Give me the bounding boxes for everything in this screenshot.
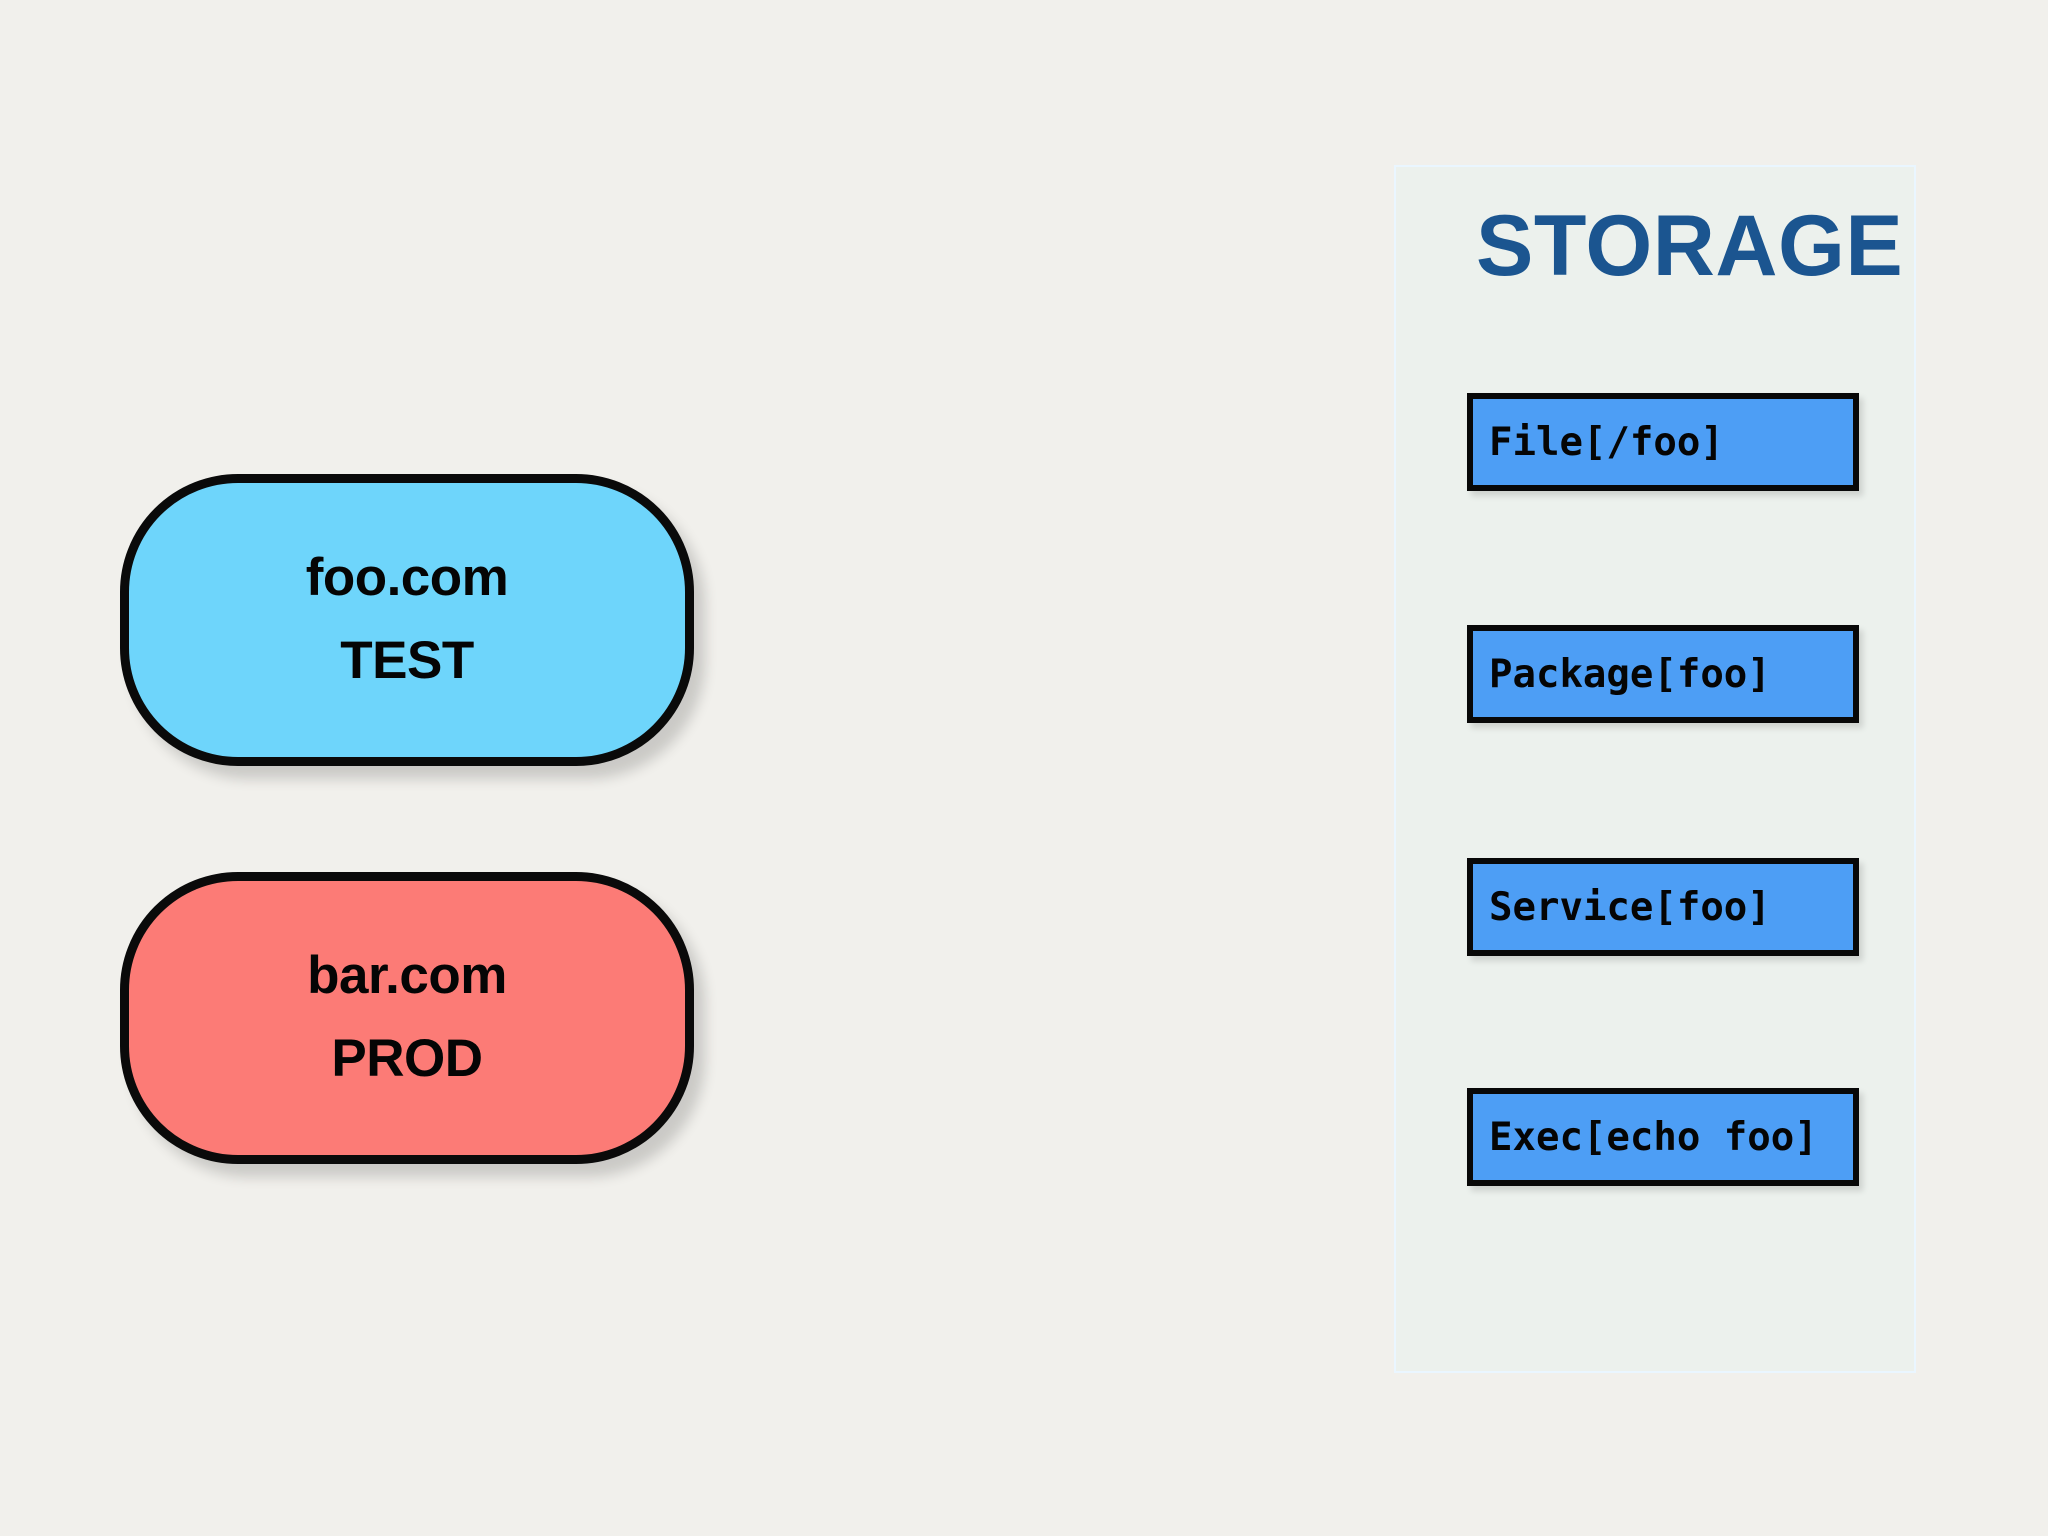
- node-foo-com-test[interactable]: foo.com TEST: [120, 474, 694, 766]
- node-bar-com-prod[interactable]: bar.com PROD: [120, 872, 694, 1164]
- resource-box-exec[interactable]: Exec[echo foo]: [1467, 1088, 1859, 1186]
- node-hostname: bar.com: [307, 946, 507, 1006]
- resource-label: Exec[echo foo]: [1489, 1114, 1818, 1160]
- resource-box-service[interactable]: Service[foo]: [1467, 858, 1859, 956]
- storage-container: STORAGE File[/foo] Package[foo] Service[…: [1394, 165, 1916, 1373]
- node-hostname: foo.com: [305, 548, 509, 608]
- resource-label: File[/foo]: [1489, 419, 1724, 465]
- resource-label: Service[foo]: [1489, 884, 1771, 930]
- resource-box-file[interactable]: File[/foo]: [1467, 393, 1859, 491]
- node-environment: TEST: [340, 631, 474, 690]
- resource-label: Package[foo]: [1489, 651, 1771, 697]
- node-environment: PROD: [331, 1029, 483, 1088]
- storage-title: STORAGE: [1476, 198, 1904, 294]
- resource-box-package[interactable]: Package[foo]: [1467, 625, 1859, 723]
